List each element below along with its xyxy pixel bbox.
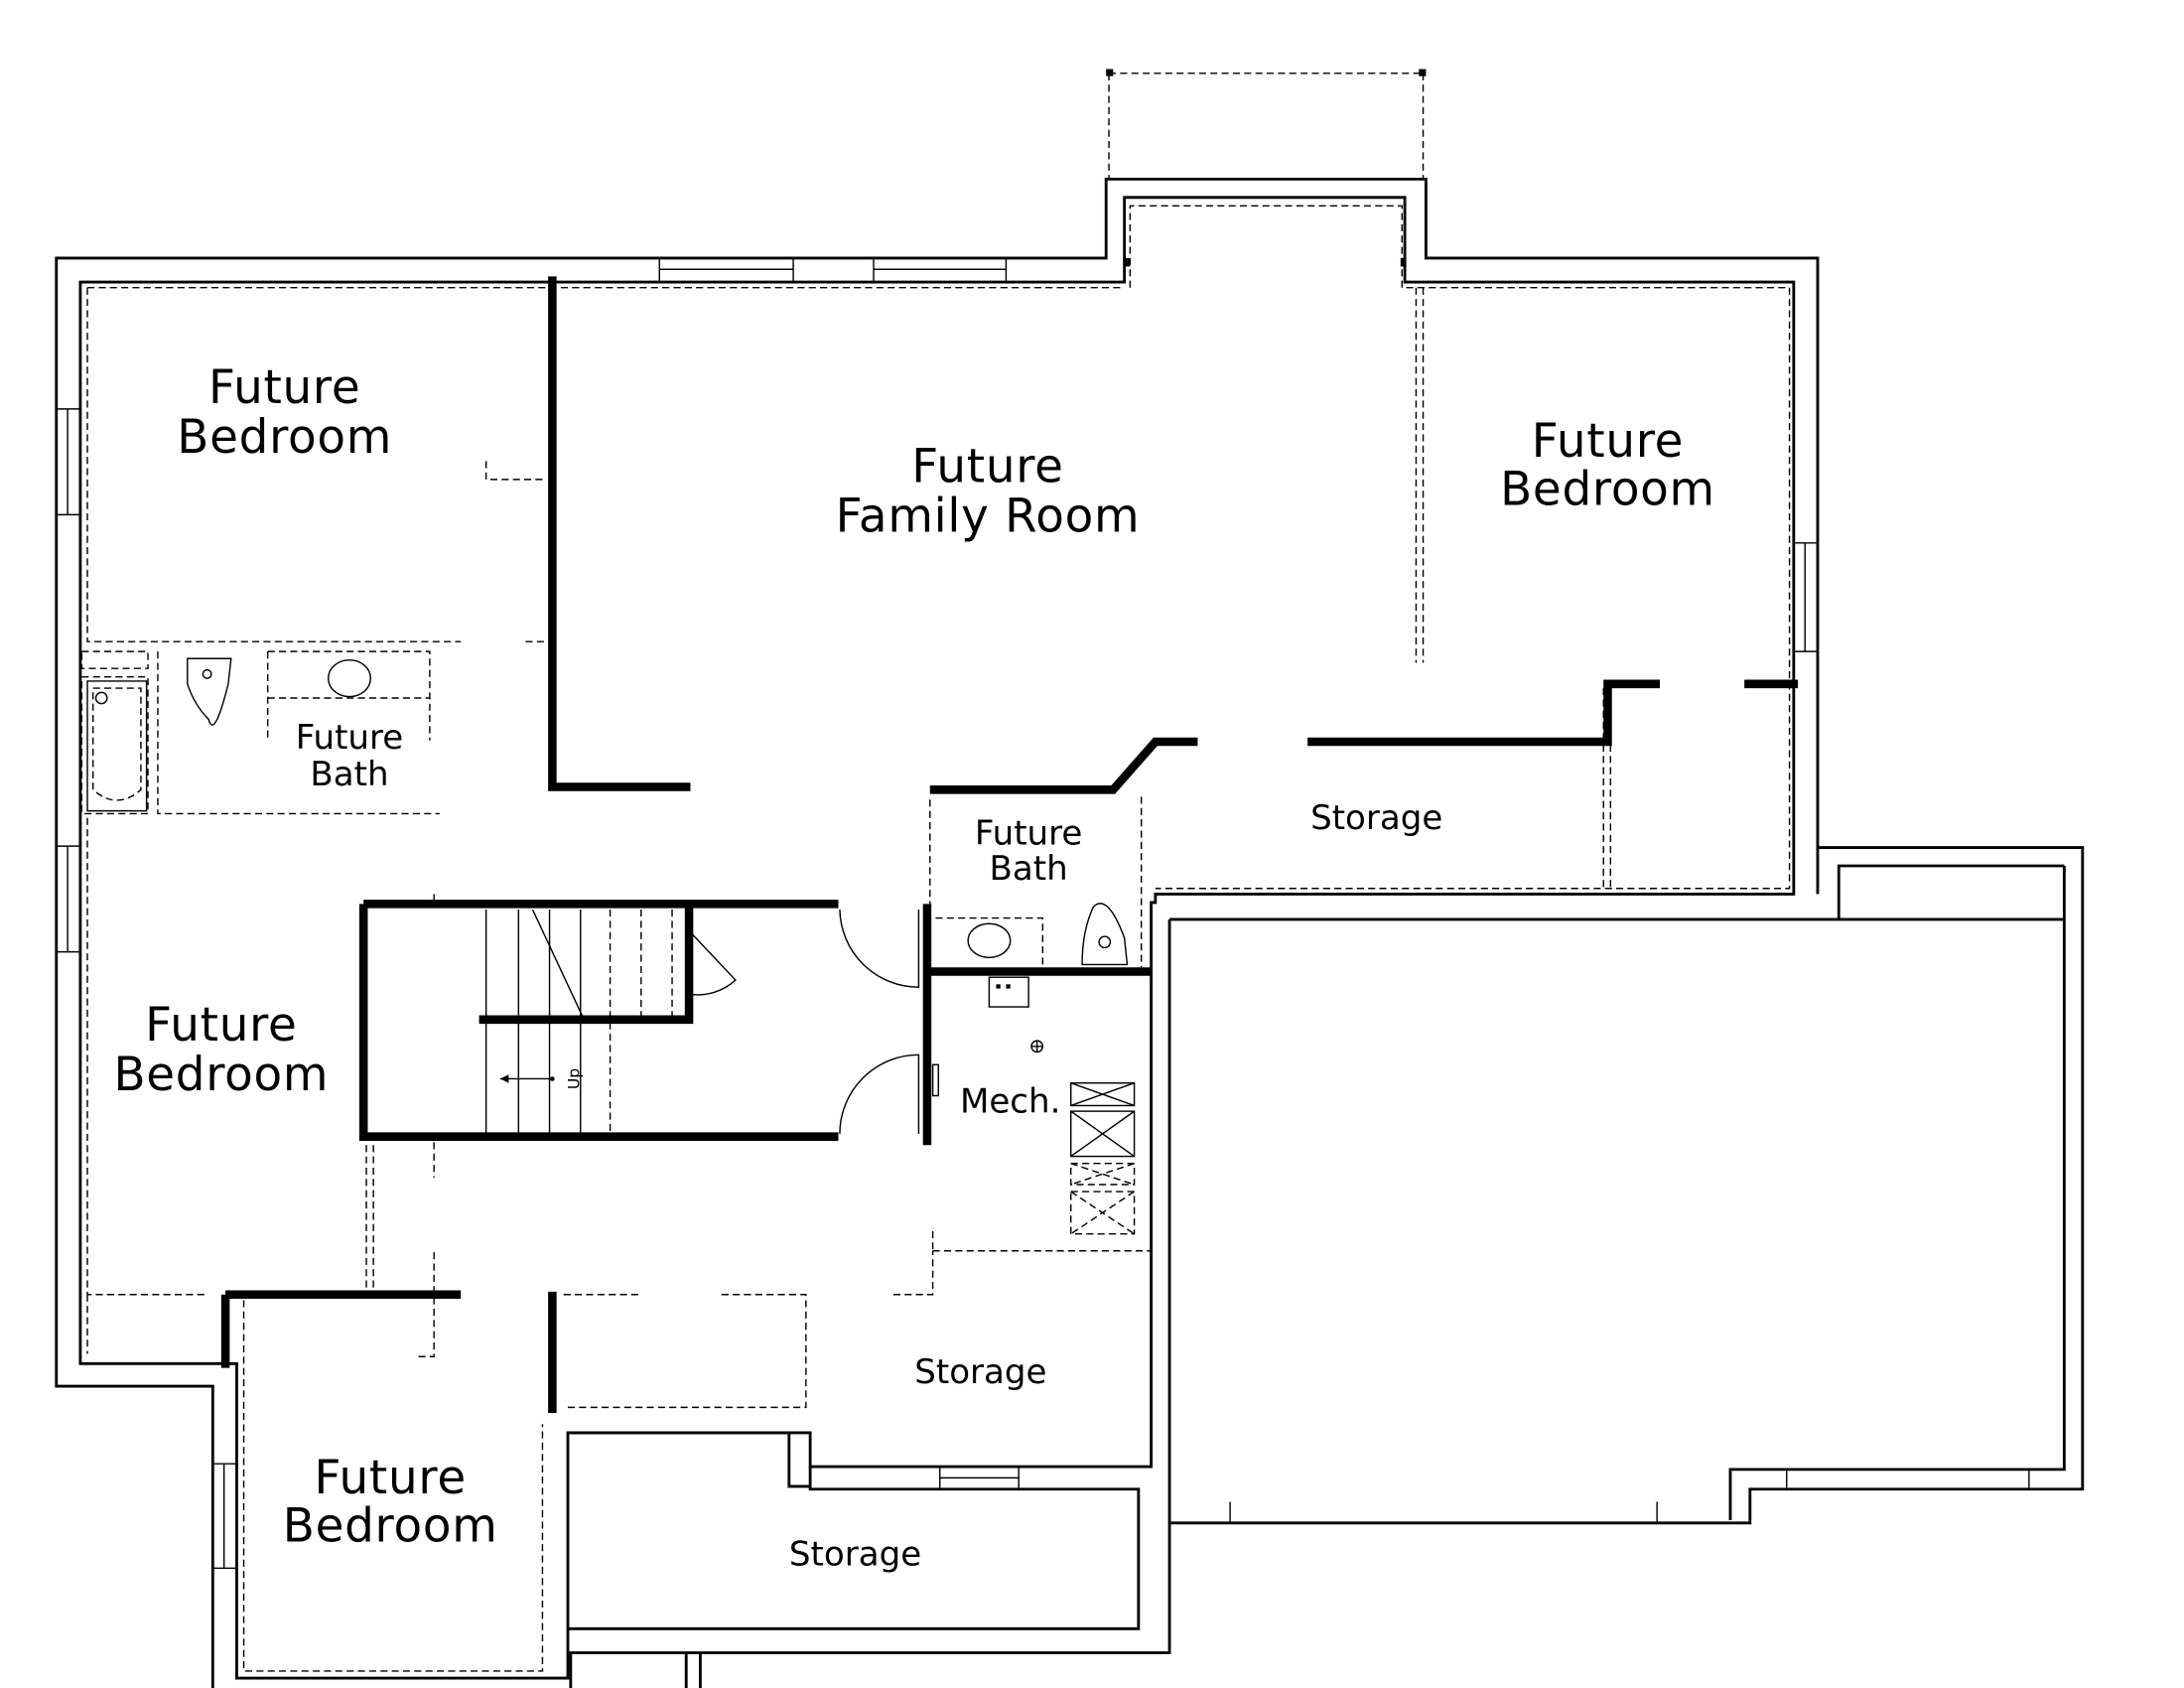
stair-up-label: Up <box>565 1068 583 1089</box>
room-label-bedroom-w-1: Future <box>145 999 297 1053</box>
future-finish-lines <box>80 205 1791 1672</box>
room-label-bath-west-2: Bath <box>310 755 388 794</box>
toilet-icon <box>1081 903 1129 966</box>
furnace-icon <box>1070 1082 1136 1235</box>
room-label-bedroom-sw-1: Future <box>314 1452 466 1505</box>
sink-icon <box>967 922 1012 959</box>
room-labels: Future Bedroom Future Family Room Future… <box>113 361 1714 1574</box>
room-label-bedroom-nw-1: Future <box>208 361 360 415</box>
room-label-family-room-1: Future <box>911 441 1063 494</box>
exterior-walls <box>55 69 2085 1688</box>
stair: Up <box>484 909 673 1134</box>
room-label-bedroom-sw-2: Bedroom <box>283 1499 498 1553</box>
room-label-storage-center: Storage <box>914 1352 1046 1392</box>
toilet-icon <box>187 657 232 726</box>
room-label-bath-west-1: Future <box>296 718 403 758</box>
room-label-bedroom-ne-2: Bedroom <box>1500 463 1715 516</box>
room-label-mech: Mech. <box>960 1082 1060 1122</box>
window-icon <box>56 257 2030 1569</box>
sink-icon <box>328 658 371 698</box>
room-label-storage-east: Storage <box>1310 798 1442 838</box>
room-label-bedroom-ne-1: Future <box>1532 415 1684 469</box>
room-label-family-room-2: Family Room <box>836 490 1141 543</box>
room-label-bedroom-nw-2: Bedroom <box>177 411 392 465</box>
room-label-bedroom-w-2: Bedroom <box>113 1049 329 1102</box>
room-label-storage-south: Storage <box>789 1534 921 1574</box>
room-label-bath-center-2: Bath <box>990 849 1068 889</box>
room-label-bath-center-1: Future <box>975 814 1082 854</box>
bathtub-icon <box>86 680 148 812</box>
water-heater-icon <box>988 976 1029 1008</box>
door-swing-icon <box>688 910 939 1134</box>
